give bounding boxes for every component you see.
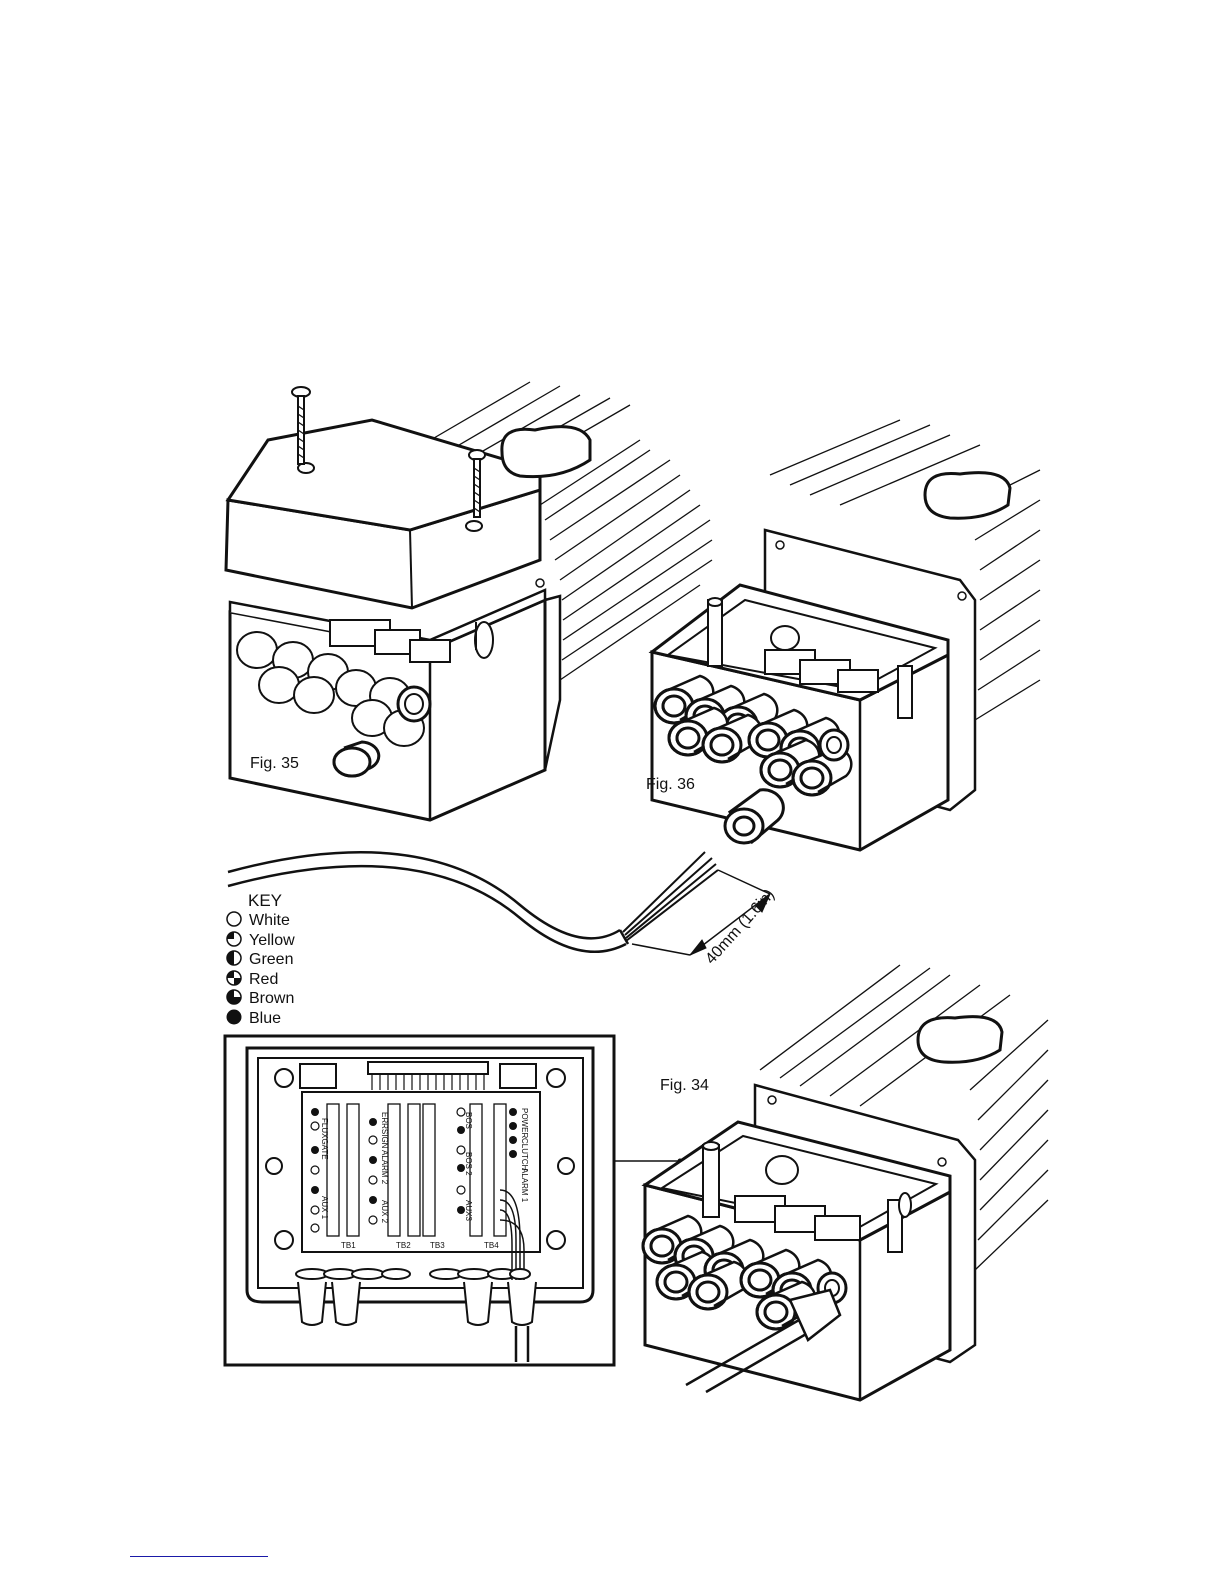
- fig34-box: [643, 1122, 950, 1400]
- key-yellow-label: Yellow: [249, 932, 295, 949]
- key-blue-icon: [227, 1010, 242, 1025]
- fig34-diagram: Fig. 34: [643, 965, 1048, 1400]
- block-label-tb3: TB3: [430, 1241, 445, 1250]
- key-red-label: Red: [249, 971, 278, 988]
- board-label-bos2: BOS 2: [464, 1152, 473, 1176]
- key-white-label: White: [249, 912, 290, 929]
- fig36-diagram: Fig. 36: [646, 420, 1040, 850]
- key-title: KEY: [248, 891, 282, 910]
- dimension-label: 40mm (1.6in): [702, 886, 778, 967]
- block-label-tb4: TB4: [484, 1241, 499, 1250]
- fig35-motor-cap: [502, 427, 590, 477]
- board-label-aux3: AUX3: [464, 1200, 473, 1221]
- block-label-tb1: TB1: [341, 1241, 356, 1250]
- key-brown-label: Brown: [249, 990, 294, 1007]
- board-label-fluxgate: FLUXGATE: [320, 1118, 329, 1160]
- board-label-clutch: CLUTCH: [520, 1138, 529, 1171]
- board-label-alarm1: ALARM 1: [520, 1168, 529, 1203]
- footer-rule: [130, 1556, 268, 1557]
- key-yellow-icon: [227, 932, 241, 946]
- block-label-tb2: TB2: [396, 1241, 411, 1250]
- key-red-icon: [227, 971, 241, 985]
- fig35-lid: [226, 420, 540, 608]
- key-brown-icon: [227, 990, 241, 1004]
- fig35-box: [230, 579, 560, 820]
- key-blue-label: Blue: [249, 1010, 281, 1027]
- board-label-power: POWER: [520, 1108, 529, 1138]
- board-label-aux1: AUX 1: [320, 1196, 329, 1220]
- fig36-motor-cap: [925, 473, 1010, 519]
- board-label-alarm2: ALARM 2: [380, 1150, 389, 1185]
- fig35-label: Fig. 35: [250, 755, 299, 772]
- key-green-icon: [227, 951, 241, 965]
- cable-with-dimension: [228, 852, 770, 955]
- key-legend: KEY White Yellow Green Red Brown Blue: [227, 891, 296, 1027]
- key-green-label: Green: [249, 951, 293, 968]
- board-label-bos: BOS: [464, 1112, 473, 1129]
- terminal-board-inset: FLUXGATE AUX 1 ERRSIGN ALARM 2 AUX 2 BOS…: [225, 1036, 614, 1365]
- fig34-motor-cap: [918, 1017, 1002, 1063]
- fig36-label: Fig. 36: [646, 776, 695, 793]
- board-label-aux2: AUX 2: [380, 1200, 389, 1224]
- board-label-errsign: ERRSIGN: [380, 1112, 389, 1149]
- fig35-diagram: Fig. 35: [226, 382, 712, 820]
- key-white-icon: [227, 912, 241, 926]
- fig34-label: Fig. 34: [660, 1077, 709, 1094]
